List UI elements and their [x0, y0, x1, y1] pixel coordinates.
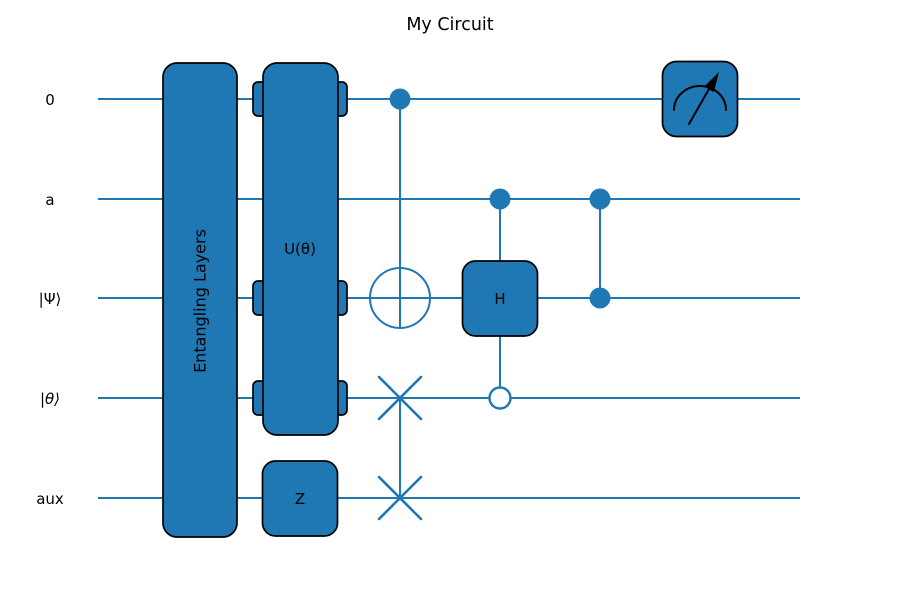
cz-control-dot-a: [589, 188, 611, 210]
z-gate: [261, 460, 339, 537]
wire-label-theta: |θ⟩: [40, 390, 60, 408]
figure-title: My Circuit: [406, 15, 493, 35]
entangling-layers-gate: [162, 62, 238, 538]
swap-cross-top-icon: [377, 375, 423, 421]
controlled-h-open-control: [488, 386, 512, 410]
cz-control-dot-psi: [589, 287, 611, 309]
h-gate-label: H: [494, 290, 505, 308]
entangling-layers-label: Entangling Layers: [191, 229, 210, 373]
wire-label-psi: |Ψ⟩: [39, 290, 62, 308]
cnot-control-dot: [389, 88, 411, 110]
u-theta-gate: [262, 62, 339, 436]
measurement-box: [661, 60, 739, 138]
wire-label-aux: aux: [36, 490, 64, 508]
u-theta-label: U(θ): [284, 240, 316, 258]
wire-label-0: 0: [45, 91, 55, 109]
wire-label-a: a: [45, 191, 54, 209]
measurement-gate: [661, 60, 739, 138]
measurement-gauge-icon: [673, 72, 727, 125]
cnot-target-icon: [369, 267, 431, 329]
controlled-h-filled-control-dot: [489, 188, 511, 210]
z-gate-label: Z: [295, 490, 305, 508]
swap-cross-bottom-icon: [377, 475, 423, 521]
controlled-h-gate: [461, 260, 539, 337]
